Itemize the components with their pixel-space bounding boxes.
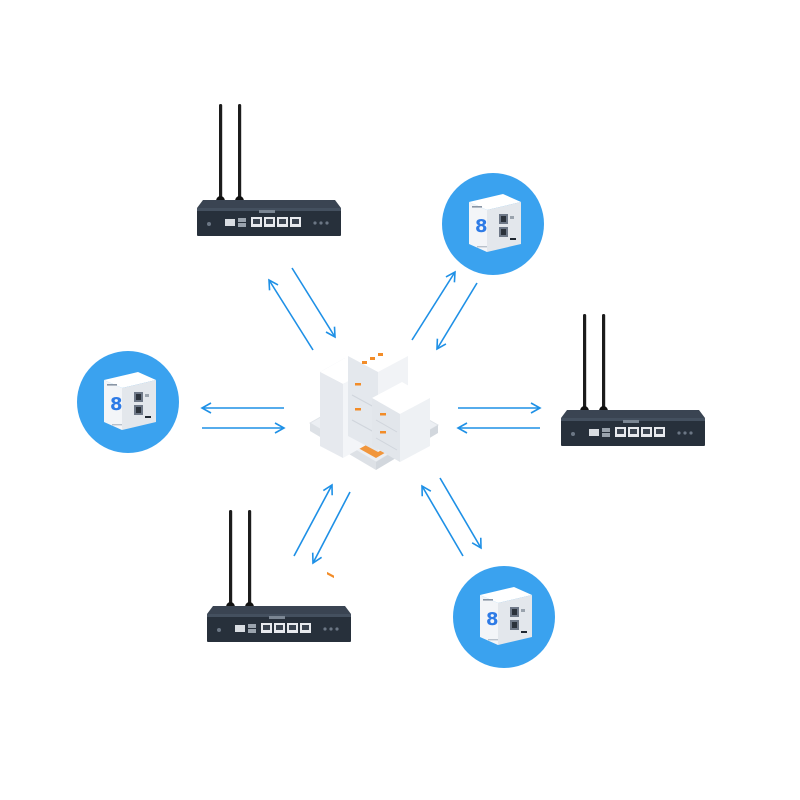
node-gateway-left: [77, 351, 179, 453]
node-gateway-top-right: [442, 173, 544, 275]
link-gateway-left: [200, 402, 286, 434]
router-icon: [197, 104, 341, 236]
server-cluster-icon: [309, 340, 439, 579]
link-router-right: [456, 402, 542, 434]
link-router-top-left: [268, 267, 336, 351]
node-router-top-left: [197, 104, 341, 236]
router-icon: [561, 314, 705, 446]
link-gateway-top-right: [411, 270, 478, 351]
gateway-icon: [453, 566, 555, 668]
link-gateway-bottom-right: [421, 477, 482, 557]
arrows: [200, 267, 542, 565]
node-router-right: [561, 314, 705, 446]
gateway-icon: [442, 173, 544, 275]
link-router-bottom-left: [293, 483, 351, 565]
gateway-icon: [77, 351, 179, 453]
node-gateway-bottom-right: [453, 566, 555, 668]
